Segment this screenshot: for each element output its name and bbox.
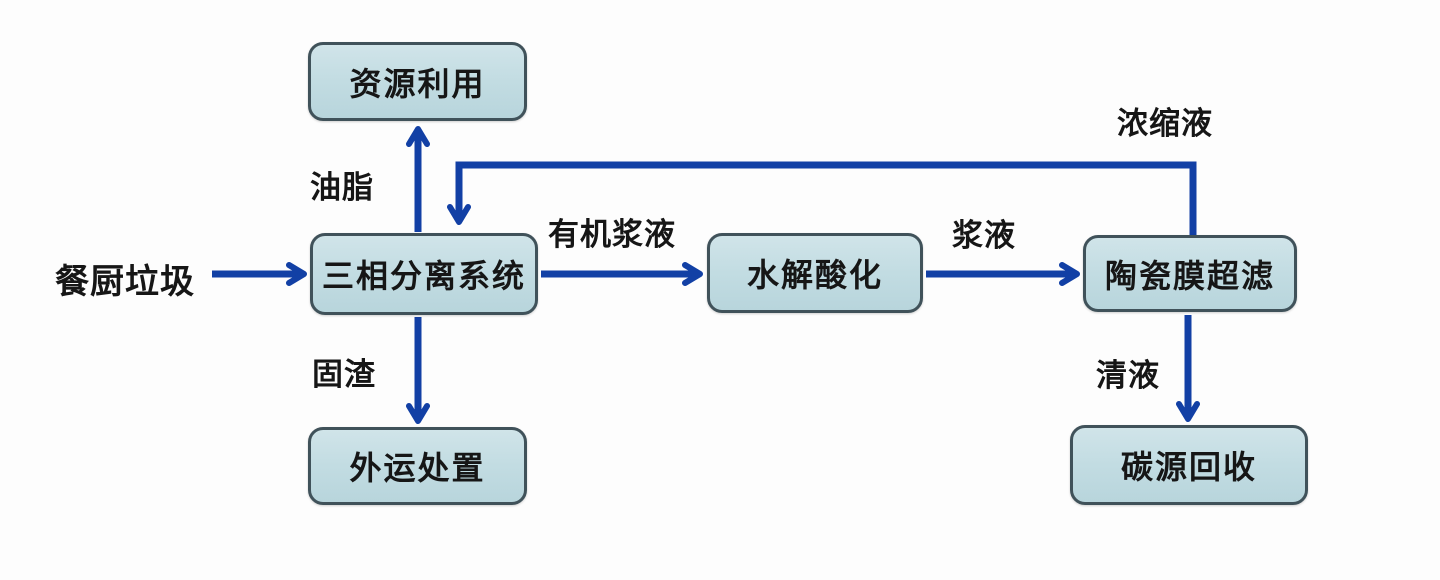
- node-resource-use-label: 资源利用: [349, 64, 486, 103]
- edge-label-grease: 油脂: [310, 170, 374, 206]
- node-three-phase-label: 三相分离系统: [321, 257, 526, 295]
- node-ceramic-uf-label: 陶瓷膜超滤: [1104, 256, 1275, 295]
- node-external-disposal: 外运处置: [308, 427, 527, 505]
- node-disposal-label: 外运处置: [349, 449, 486, 487]
- node-carbon-recovery-label: 碳源回收: [1120, 448, 1257, 486]
- node-three-phase-separation: 三相分离系统: [310, 233, 538, 315]
- node-resource-use: 资源利用: [308, 42, 527, 121]
- node-ceramic-membrane-ultrafiltration: 陶瓷膜超滤: [1083, 235, 1297, 312]
- edge-label-slurry: 浆液: [952, 218, 1016, 254]
- node-hydrolysis-label: 水解酸化: [746, 256, 883, 294]
- edge-label-clear-liquid: 清液: [1096, 358, 1160, 394]
- edge-label-concentrate: 浓缩液: [1117, 106, 1213, 142]
- node-carbon-source-recovery: 碳源回收: [1070, 425, 1308, 505]
- source-label: 餐厨垃圾: [55, 262, 195, 302]
- edge-label-solid-residue: 固渣: [312, 357, 376, 393]
- node-hydrolysis-acidification: 水解酸化: [707, 233, 923, 313]
- arrow-concentrate-return: [447, 161, 1197, 236]
- edge-label-organic-slurry: 有机浆液: [548, 217, 676, 253]
